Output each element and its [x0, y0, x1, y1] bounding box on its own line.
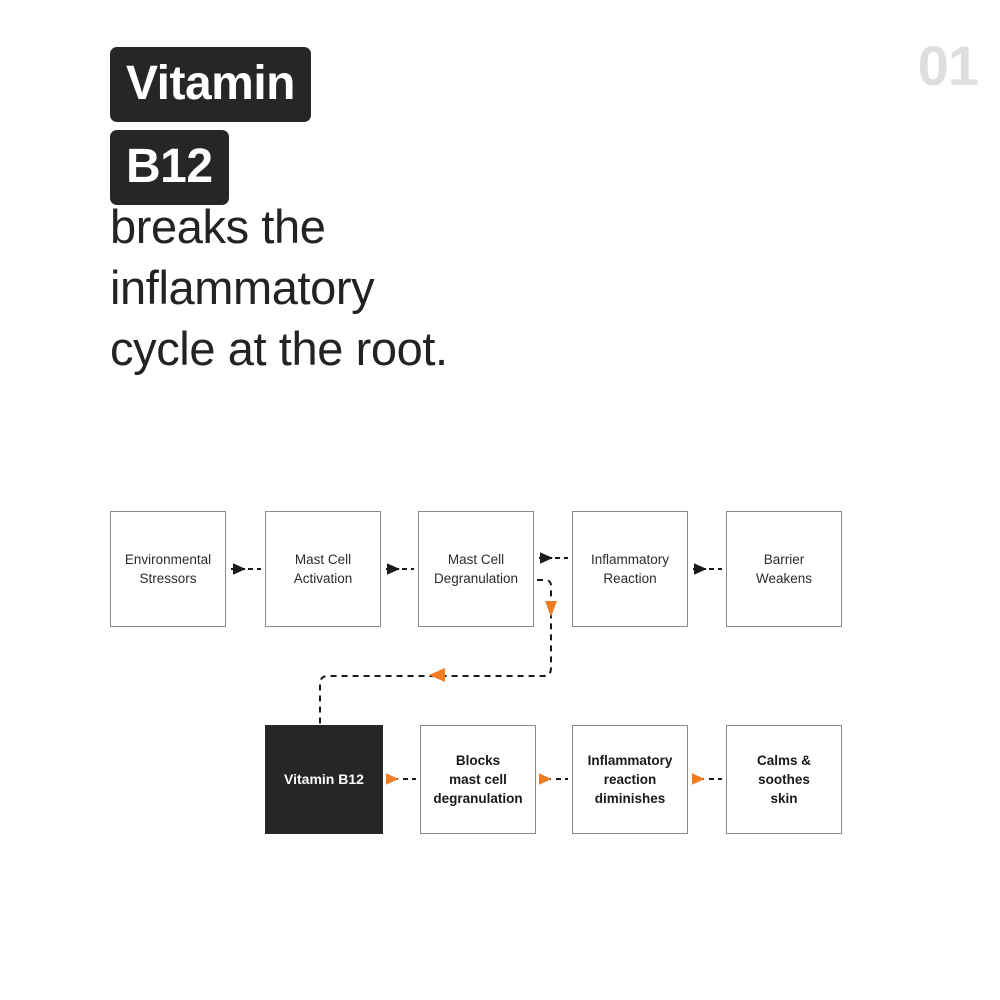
node-blocks-mast-cell-degranulation[interactable]: Blocks mast cell degranulation — [420, 725, 536, 834]
node-line-2: reaction — [603, 772, 657, 787]
node-label: Mast Cell Degranulation — [428, 550, 524, 588]
node-line-1: Mast Cell — [294, 552, 352, 567]
node-label: Inflammatory Reaction — [585, 550, 675, 588]
node-mast-cell-degranulation[interactable]: Mast Cell Degranulation — [418, 511, 534, 627]
headline-badge-row-2: B12 — [110, 130, 311, 205]
node-vitamin-b12[interactable]: Vitamin B12 — [265, 725, 383, 834]
node-line-1: Environmental — [124, 552, 212, 567]
feedback-left-arrowhead-icon — [429, 668, 445, 682]
node-line-1: Calms & — [756, 753, 812, 768]
subheadline-line-2: inflammatory — [110, 261, 375, 314]
node-line-2: soothes — [758, 772, 810, 787]
feedback-down-arrowhead-icon — [545, 601, 557, 617]
node-line-3: degranulation — [433, 791, 523, 806]
node-line-3: diminishes — [594, 791, 666, 806]
node-label: Vitamin B12 — [278, 770, 370, 789]
subheadline: breaks the inflammatory cycle at the roo… — [110, 196, 448, 379]
node-barrier-weakens[interactable]: Barrier Weakens — [726, 511, 842, 627]
node-label: Environmental Stressors — [119, 550, 217, 588]
node-inflammatory-reaction-diminishes[interactable]: Inflammatory reaction diminishes — [572, 725, 688, 834]
step-number-badge: 01 — [917, 34, 979, 97]
headline-group: Vitamin B12 — [110, 47, 311, 205]
node-environmental-stressors[interactable]: Environmental Stressors — [110, 511, 226, 627]
node-line-2: Degranulation — [433, 571, 519, 586]
node-line-1: Inflammatory — [587, 753, 673, 768]
node-line-1: Mast Cell — [447, 552, 505, 567]
subheadline-line-3: cycle at the root. — [110, 322, 448, 375]
node-label: Calms & soothes skin — [751, 751, 817, 808]
node-line-3: skin — [770, 791, 798, 806]
node-line-1: Vitamin B12 — [284, 771, 364, 787]
headline-badge-vitamin: Vitamin — [110, 47, 311, 122]
headline-badge-b12: B12 — [110, 130, 229, 205]
subheadline-line-1: breaks the — [110, 200, 326, 253]
node-line-1: Barrier — [763, 552, 805, 567]
node-calms-soothes-skin[interactable]: Calms & soothes skin — [726, 725, 842, 834]
node-line-2: Stressors — [139, 571, 197, 586]
node-line-1: Inflammatory — [590, 552, 670, 567]
node-label: Blocks mast cell degranulation — [427, 751, 528, 808]
node-line-2: Reaction — [603, 571, 657, 586]
node-line-2: Weakens — [755, 571, 813, 586]
node-inflammatory-reaction[interactable]: Inflammatory Reaction — [572, 511, 688, 627]
node-label: Inflammatory reaction diminishes — [582, 751, 679, 808]
node-line-2: Activation — [293, 571, 353, 586]
node-label: Barrier Weakens — [750, 550, 818, 588]
node-label: Mast Cell Activation — [288, 550, 359, 588]
node-mast-cell-activation[interactable]: Mast Cell Activation — [265, 511, 381, 627]
headline-badge-row-1: Vitamin — [110, 47, 311, 122]
node-line-1: Blocks — [455, 753, 501, 768]
node-line-2: mast cell — [449, 772, 507, 787]
